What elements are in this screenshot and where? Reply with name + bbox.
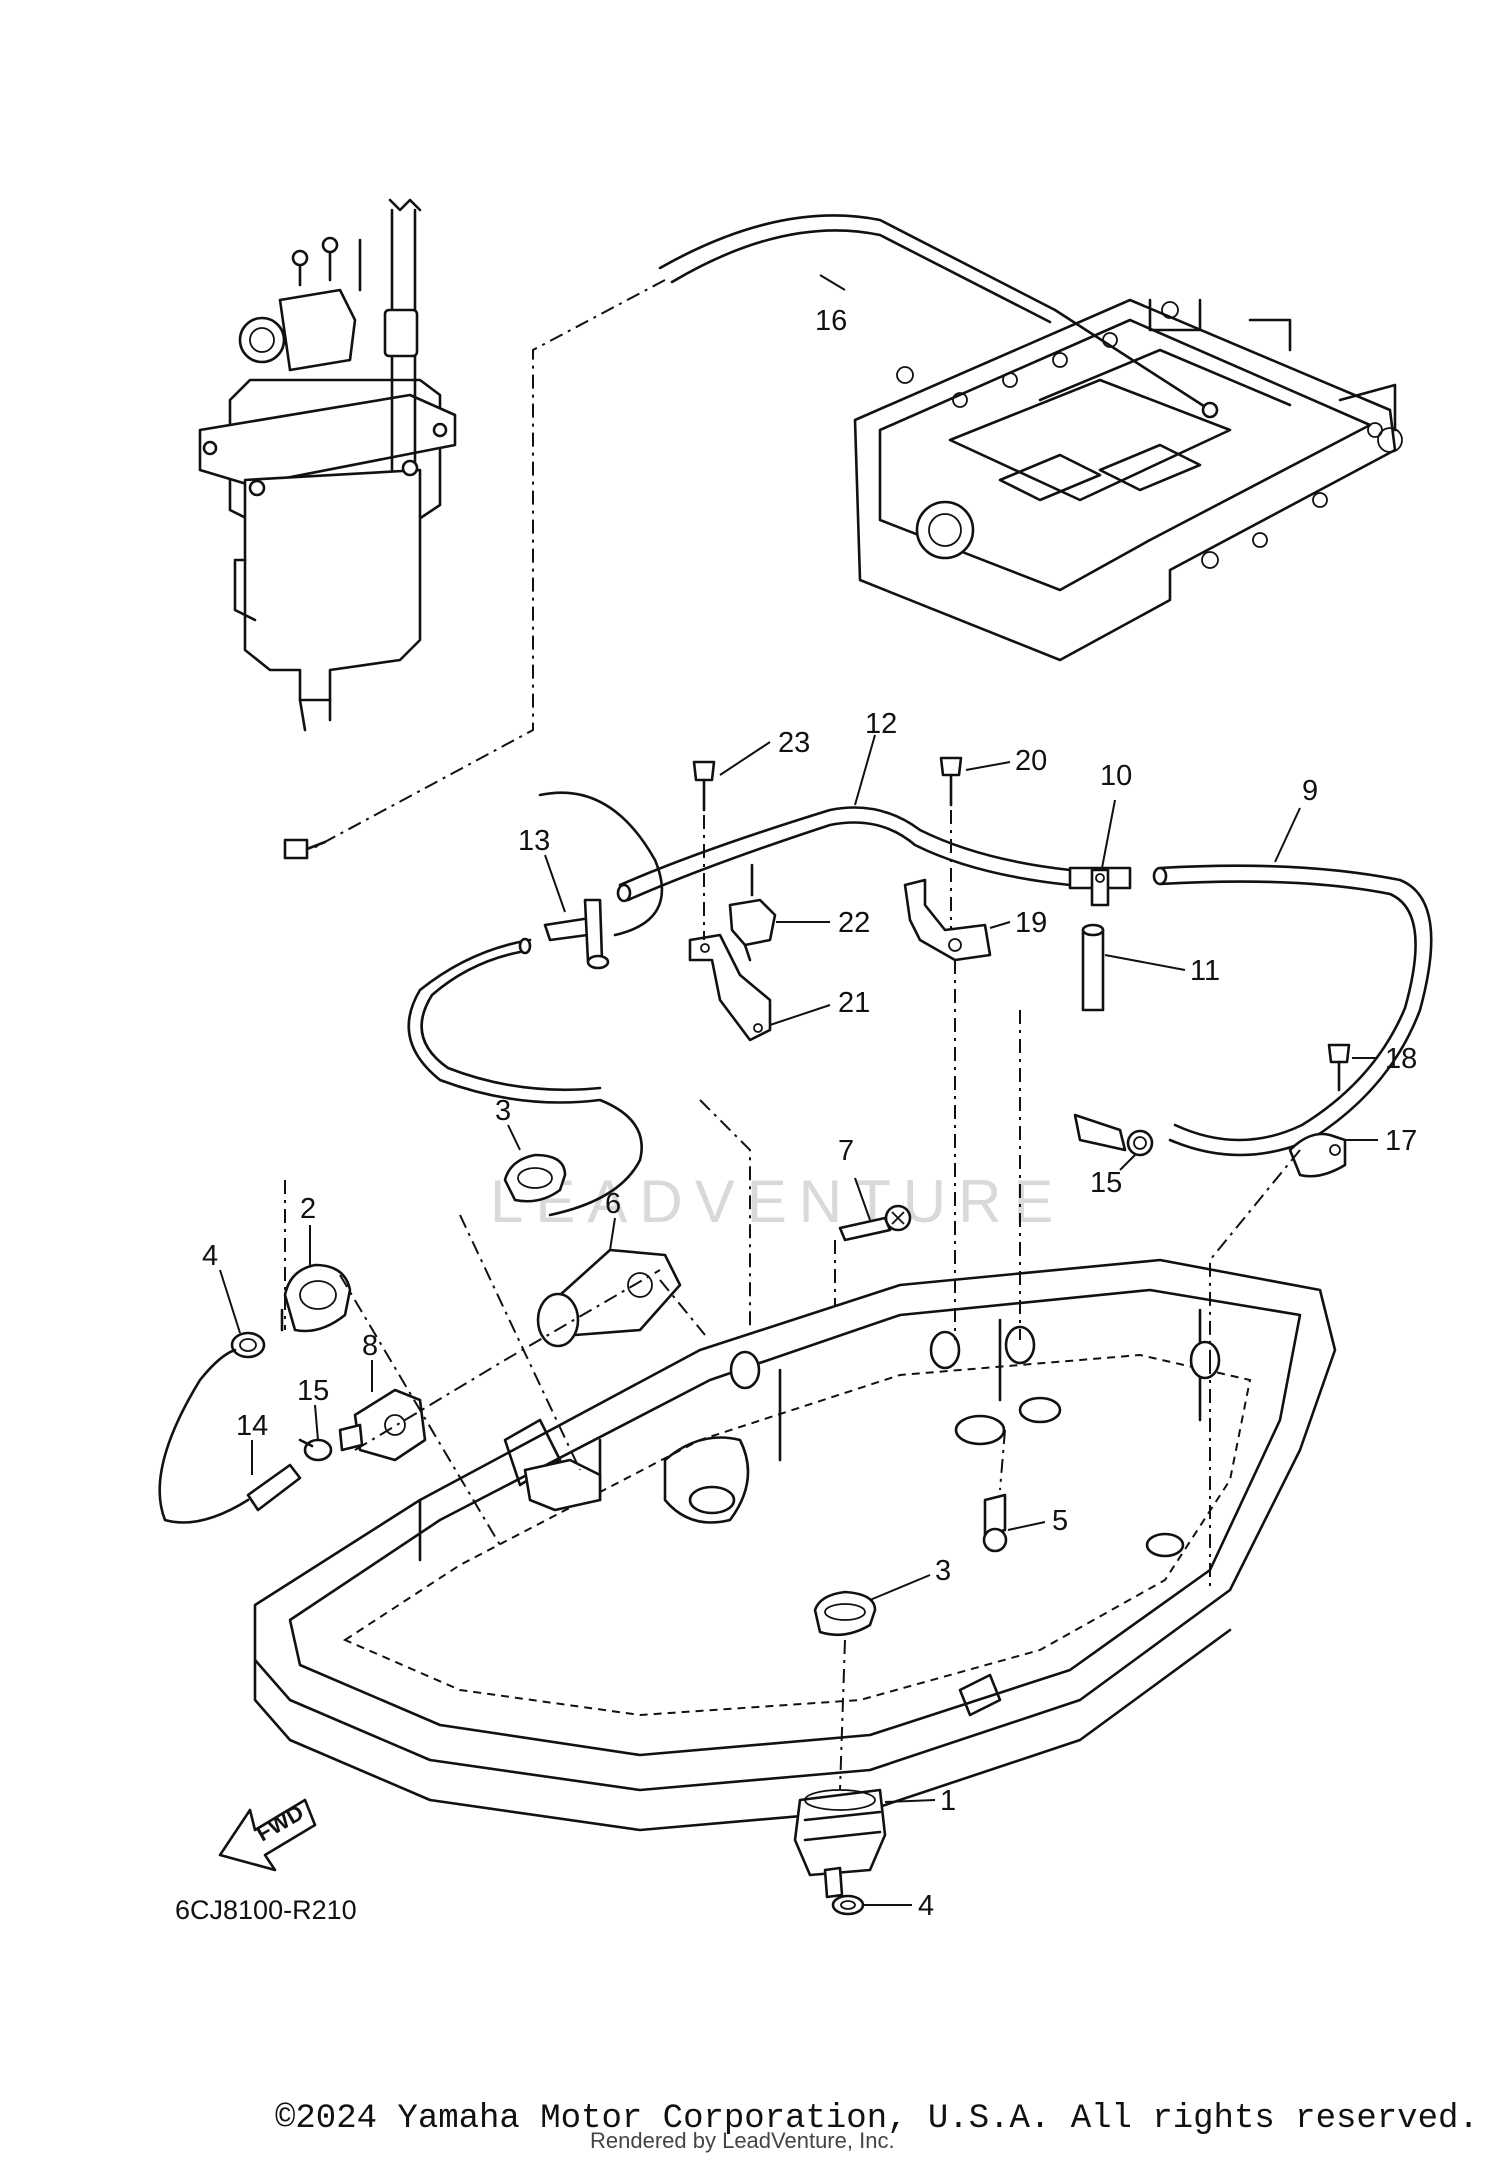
clamp-15-left xyxy=(298,1438,333,1462)
callout-23: 23 xyxy=(778,727,810,759)
screw-7 xyxy=(838,1204,912,1242)
vapor-separator-assembly xyxy=(198,198,457,860)
callout-3-upper: 3 xyxy=(495,1095,511,1127)
tee-fitting-10 xyxy=(1068,866,1132,907)
fitting-6 xyxy=(536,1248,682,1348)
fitting-8 xyxy=(338,1388,427,1462)
callout-13: 13 xyxy=(518,825,550,857)
bolt-20 xyxy=(939,756,963,807)
callout-22: 22 xyxy=(838,907,870,939)
bracket-19 xyxy=(903,878,992,962)
clamp-15-right xyxy=(1073,1113,1154,1157)
callout-1: 1 xyxy=(940,1785,956,1817)
callout-15-right: 15 xyxy=(1090,1167,1122,1199)
callout-18: 18 xyxy=(1385,1043,1417,1075)
hose-16 xyxy=(658,214,1219,419)
callout-2: 2 xyxy=(300,1193,316,1225)
exhaust-guide-assembly xyxy=(853,298,1403,662)
bottom-cowling xyxy=(253,1258,1337,1832)
callout-10: 10 xyxy=(1100,760,1132,792)
callout-20: 20 xyxy=(1015,745,1047,777)
hose-9 xyxy=(1152,864,1433,1157)
grommet-3-lower xyxy=(813,1590,877,1637)
callout-14: 14 xyxy=(236,1410,268,1442)
callout-4-left: 4 xyxy=(202,1240,218,1272)
clamp-4-lower xyxy=(831,1894,865,1916)
bracket-21 xyxy=(688,933,772,1042)
callout-4-lower: 4 xyxy=(918,1890,934,1922)
callouts: 16 23 12 20 10 9 13 22 19 11 21 18 17 15… xyxy=(202,274,1417,1922)
clamp-4-left xyxy=(230,1331,266,1359)
bolt-18 xyxy=(1327,1043,1351,1092)
callout-7: 7 xyxy=(838,1135,854,1167)
callout-5: 5 xyxy=(1052,1505,1068,1537)
callout-16: 16 xyxy=(815,305,847,337)
callout-9: 9 xyxy=(1302,775,1318,807)
drain-screw-5 xyxy=(982,1493,1008,1553)
diagram-code: 6CJ8100-R210 xyxy=(175,1895,357,1925)
hose-tee-13 xyxy=(407,791,664,1217)
hose-14 xyxy=(158,1348,302,1524)
callout-17: 17 xyxy=(1385,1125,1417,1157)
clip-22 xyxy=(728,898,777,962)
copyright-text: ©2024 Yamaha Motor Corporation, U.S.A. A… xyxy=(275,2100,1479,2138)
fwd-arrow-icon: FWD xyxy=(218,1798,317,1872)
callout-11: 11 xyxy=(1190,955,1220,987)
callout-12: 12 xyxy=(865,708,897,740)
callout-6: 6 xyxy=(605,1188,621,1220)
dash-line-hose16 xyxy=(309,279,666,851)
rendered-by-text: Rendered by LeadVenture, Inc. xyxy=(590,2128,895,2153)
callout-8: 8 xyxy=(362,1330,378,1362)
assembly-lines xyxy=(284,960,1301,1791)
bolt-23 xyxy=(692,760,716,812)
clamp-17 xyxy=(1288,1132,1347,1178)
grommet-2 xyxy=(280,1263,352,1333)
watermark-text: LEADVENTURE xyxy=(490,1168,1065,1235)
callout-3-lower: 3 xyxy=(935,1555,951,1587)
callout-21: 21 xyxy=(838,987,870,1019)
callout-19: 19 xyxy=(1015,907,1047,939)
grommet-3-upper xyxy=(503,1153,567,1203)
grommet-1 xyxy=(793,1788,887,1899)
hose-11 xyxy=(1081,923,1105,1012)
hose-12 xyxy=(616,806,1072,903)
callout-15-left: 15 xyxy=(297,1375,329,1407)
